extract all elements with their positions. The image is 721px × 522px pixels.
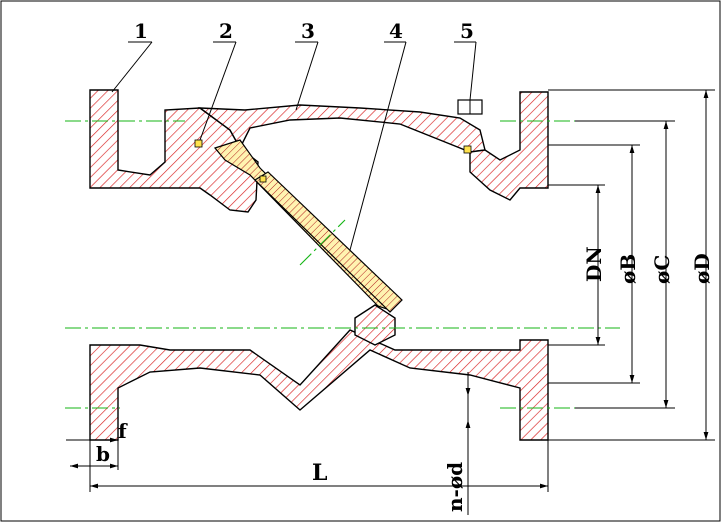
disc-centerline xyxy=(299,219,346,266)
leaders xyxy=(111,41,477,251)
part-label-2: 2 xyxy=(219,19,233,43)
dim-label-dn: DN xyxy=(582,246,606,282)
dim-label-f: f xyxy=(118,419,128,443)
valve-body-upper xyxy=(89,89,549,213)
seal-ring-seat xyxy=(259,175,267,183)
dim-label-l: L xyxy=(312,460,327,486)
dim-label-bolt-holes: n-ød xyxy=(443,462,467,512)
dimension-extensions xyxy=(548,89,715,441)
dim-label-b: øB xyxy=(616,254,640,284)
part-label-5: 5 xyxy=(460,19,474,43)
seal-ring-left xyxy=(194,139,203,148)
part-label-4: 4 xyxy=(389,19,403,43)
swing-disc xyxy=(213,139,403,313)
dim-label-c: øC xyxy=(650,255,674,284)
seal-ring-right xyxy=(463,145,472,154)
dim-label-b-thickness: b xyxy=(96,442,110,466)
dim-label-d: øD xyxy=(690,253,714,284)
part-label-1: 1 xyxy=(134,19,148,43)
valve-body-lower xyxy=(89,304,549,441)
part-label-3: 3 xyxy=(301,19,315,43)
